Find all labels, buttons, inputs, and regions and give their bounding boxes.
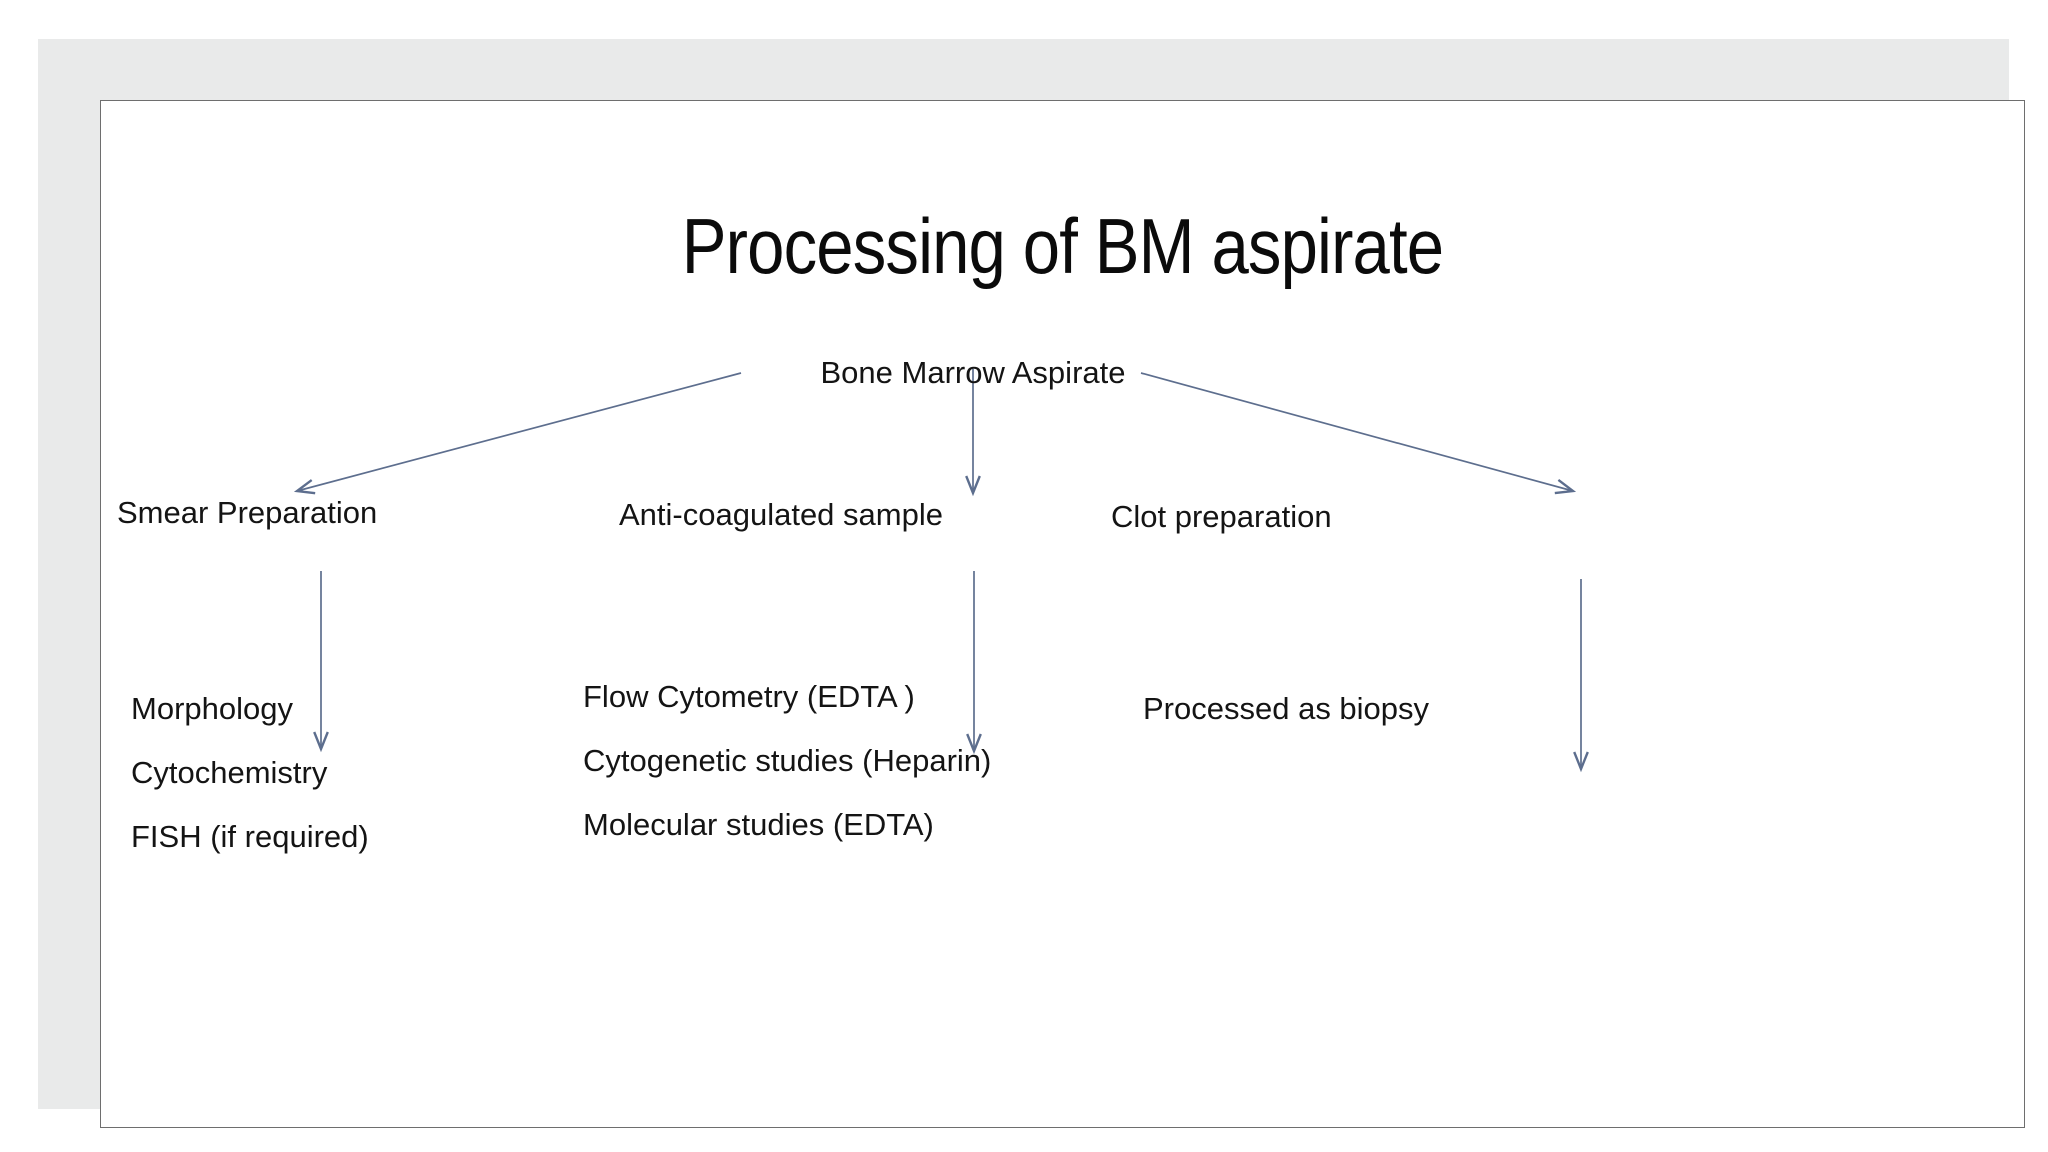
flow-leaf-molecular-studies: Molecular studies (EDTA) [583,807,934,842]
flow-node-branch-clot: Clot preparation [1111,499,1332,534]
page-title: Processing of BM aspirate [681,202,1444,290]
flow-node-branch-smear: Smear Preparation [117,495,378,530]
flow-leaf-flow-cytometry: Flow Cytometry (EDTA ) [583,679,915,714]
flow-leaf-morphology: Morphology [131,691,293,726]
flow-leaf-fish: FISH (if required) [131,819,369,854]
flow-leaf-cytogenetic-studies: Cytogenetic studies (Heparin) [583,743,992,778]
flow-leaf-cytochemistry: Cytochemistry [131,755,328,790]
flow-leaf-processed-as-biopsy: Processed as biopsy [1143,691,1430,726]
arrow-root-to-clot [1140,372,1577,495]
slide-outer-frame: Processing of BM aspirate Bone Marrow As… [38,39,2025,1128]
arrow-root-to-smear [293,372,742,495]
flow-node-branch-anticoagulated: Anti-coagulated sample [619,497,943,532]
flow-node-root: Bone Marrow Aspirate [820,355,1126,390]
slide-canvas: Processing of BM aspirate Bone Marrow As… [101,101,2024,1127]
